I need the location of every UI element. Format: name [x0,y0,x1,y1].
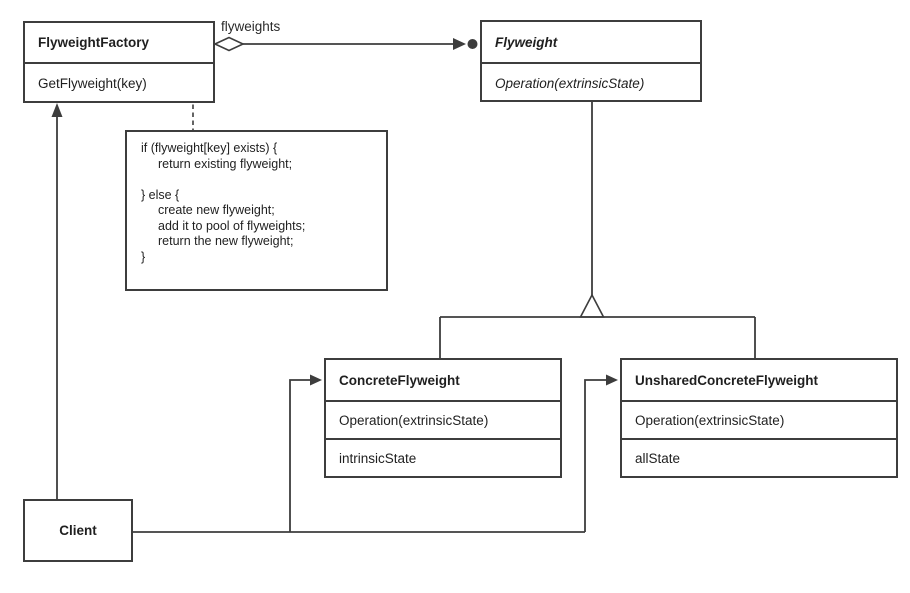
class-operation: Operation(extrinsicState) [482,62,700,102]
generalization-connector [439,102,756,358]
note-line: } [141,249,146,264]
class-title: UnsharedConcreteFlyweight [635,372,819,388]
class-title: Flyweight [495,34,558,50]
arrowhead-icon [453,38,466,50]
class-operation: Operation(extrinsicState) [326,400,560,438]
class-operation: Operation(extrinsicState) [622,400,896,438]
arrowhead-icon [310,374,322,386]
class-client: Client [23,499,133,562]
class-flyweight-factory: FlyweightFactory GetFlyweight(key) [23,21,215,103]
aggregation-diamond-icon [213,36,245,52]
aggregation-flyweights-connector [213,36,478,52]
class-unshared-concrete-flyweight: UnsharedConcreteFlyweight Operation(extr… [620,358,898,478]
class-concrete-flyweight: ConcreteFlyweight Operation(extrinsicSta… [324,358,562,478]
many-multiplicity-dot-icon [467,39,478,49]
client-factory-association [51,103,63,499]
note-line: } else { [141,187,180,202]
inheritance-triangle-icon [579,293,605,318]
class-attribute: intrinsicState [326,438,560,476]
class-title: FlyweightFactory [38,35,150,50]
arrowhead-icon [51,103,63,117]
note-line: return the new flyweight; [158,234,294,248]
note-line: if (flyweight[key] exists) { [141,141,278,155]
class-attribute: allState [622,438,896,476]
class-operation: GetFlyweight(key) [25,62,213,103]
class-title: ConcreteFlyweight [339,372,460,388]
note-line: add it to pool of flyweights; [158,218,306,233]
pseudocode-note: if (flyweight[key] exists) { return exis… [125,130,388,291]
note-line: return existing flyweight; [158,156,293,171]
class-flyweight: Flyweight Operation(extrinsicState) [480,20,702,102]
arrowhead-icon [606,374,618,386]
association-role-label: flyweights [221,19,281,34]
note-line [141,172,378,188]
note-line: create new flyweight; [158,203,275,217]
client-flyweight-associations [133,374,618,533]
class-title: Client [59,523,97,538]
